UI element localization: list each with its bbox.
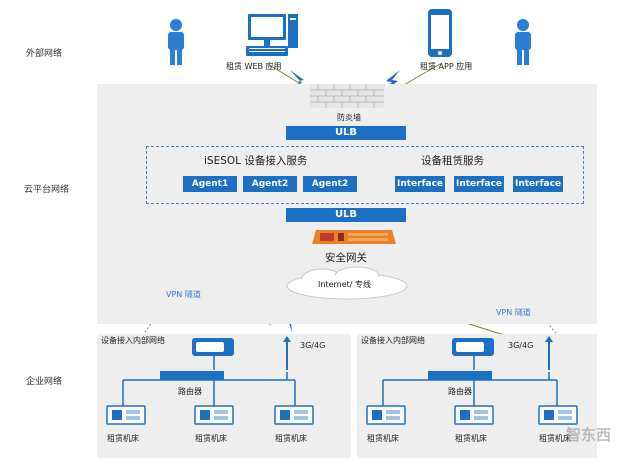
- ulb-top-bar: ULB: [286, 126, 406, 140]
- machine-label: 租赁机床: [275, 434, 307, 443]
- router-label: 路由器: [448, 387, 472, 396]
- access-switch-icon: [192, 338, 234, 356]
- rental-service-title: 设备租赁服务: [421, 155, 484, 167]
- antenna-icon: [283, 336, 291, 370]
- desktop-computer-icon: [246, 14, 298, 56]
- access-service-title: iSESOL 设备接入服务: [204, 155, 308, 167]
- zone-label-cloud: 云平台网络: [24, 185, 70, 195]
- watermark: 智东西: [566, 426, 612, 444]
- security-gateway-icon: [312, 230, 396, 244]
- agent-box: Agent2: [243, 176, 297, 192]
- internal-network-title: 设备接入内部网络: [361, 336, 425, 345]
- machine-label: 租赁机床: [107, 434, 139, 443]
- firewall-label: 防炎墙: [337, 113, 361, 122]
- machine-label: 租赁机床: [455, 434, 487, 443]
- ulb-bottom-bar: ULB: [286, 208, 406, 222]
- services-group: [146, 146, 584, 204]
- firewall-icon: [310, 84, 384, 108]
- machine-tool-icon: [274, 405, 314, 425]
- router-bar: [160, 371, 224, 380]
- web-app-label: 租赁 WEB 应用: [226, 62, 282, 71]
- internet-label: Internet/ 专线: [318, 280, 372, 289]
- internal-network-title: 设备接入内部网络: [101, 336, 165, 345]
- zone-label-external: 外部网络: [26, 49, 63, 59]
- machine-label: 租赁机床: [367, 434, 399, 443]
- user-icon: [515, 19, 531, 65]
- mobile-app-label: 租赁 APP 应用: [420, 62, 473, 71]
- lightning-icon: [290, 70, 312, 94]
- antenna-icon: [545, 336, 553, 370]
- enterprise-left-links: [122, 356, 296, 406]
- interface-box: Interface: [454, 176, 504, 192]
- machine-tool-icon: [194, 405, 234, 425]
- agent-box: Agent1: [183, 176, 237, 192]
- internet-cloud-icon: [286, 266, 408, 300]
- machine-tool-icon: [454, 405, 494, 425]
- machine-tool-icon: [106, 405, 146, 425]
- machine-label: 租赁机床: [195, 434, 227, 443]
- machine-tool-icon: [366, 405, 406, 425]
- user-icon: [168, 19, 184, 65]
- router-bar: [428, 371, 492, 380]
- zone-label-enterprise: 企业网络: [26, 377, 63, 387]
- vpn-label-left: VPN 隧道: [166, 290, 201, 299]
- router-label: 路由器: [178, 387, 202, 396]
- enterprise-right-links: [382, 356, 558, 406]
- vpn-label-right: VPN 隧道: [496, 308, 531, 317]
- interface-box: Interface: [513, 176, 563, 192]
- machine-tool-icon: [538, 405, 578, 425]
- cellular-label: 3G/4G: [508, 341, 534, 350]
- smartphone-icon: [428, 9, 452, 57]
- agent-box: Agent2: [303, 176, 357, 192]
- access-switch-icon: [452, 338, 494, 356]
- cellular-label: 3G/4G: [300, 341, 326, 350]
- interface-box: Interface: [395, 176, 445, 192]
- security-gateway-label: 安全网关: [325, 252, 367, 264]
- lightning-icon: [380, 70, 400, 94]
- machine-label: 租赁机床: [539, 434, 571, 443]
